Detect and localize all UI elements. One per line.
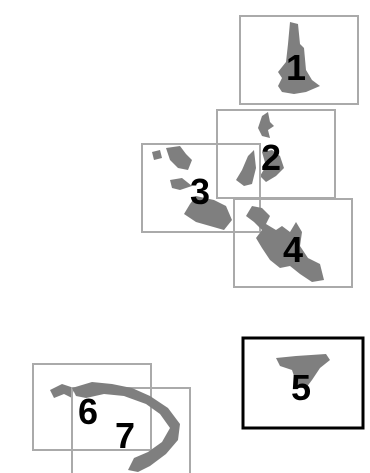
panel-4[interactable]: 4 [234, 199, 352, 287]
panel-5[interactable]: 5 [243, 338, 363, 428]
panel-6-shape [50, 384, 74, 398]
panel-3-shape-b [152, 150, 162, 160]
panel-1-label: 1 [286, 47, 306, 88]
panel-5-label: 5 [291, 367, 311, 408]
panel-7-label: 7 [115, 415, 135, 456]
panel-3[interactable]: 3 [142, 144, 260, 232]
panel-4-label: 4 [283, 229, 303, 270]
panel-2[interactable]: 2 [217, 110, 335, 198]
panel-3-shape-c [170, 178, 192, 190]
panel-3-shape-a [166, 146, 192, 170]
panel-2-label: 2 [261, 137, 281, 178]
panel-1[interactable]: 1 [240, 16, 358, 104]
panel-3-label: 3 [190, 171, 210, 212]
panel-2-shape-b [236, 150, 256, 186]
panel-2-shape-a [258, 112, 274, 138]
